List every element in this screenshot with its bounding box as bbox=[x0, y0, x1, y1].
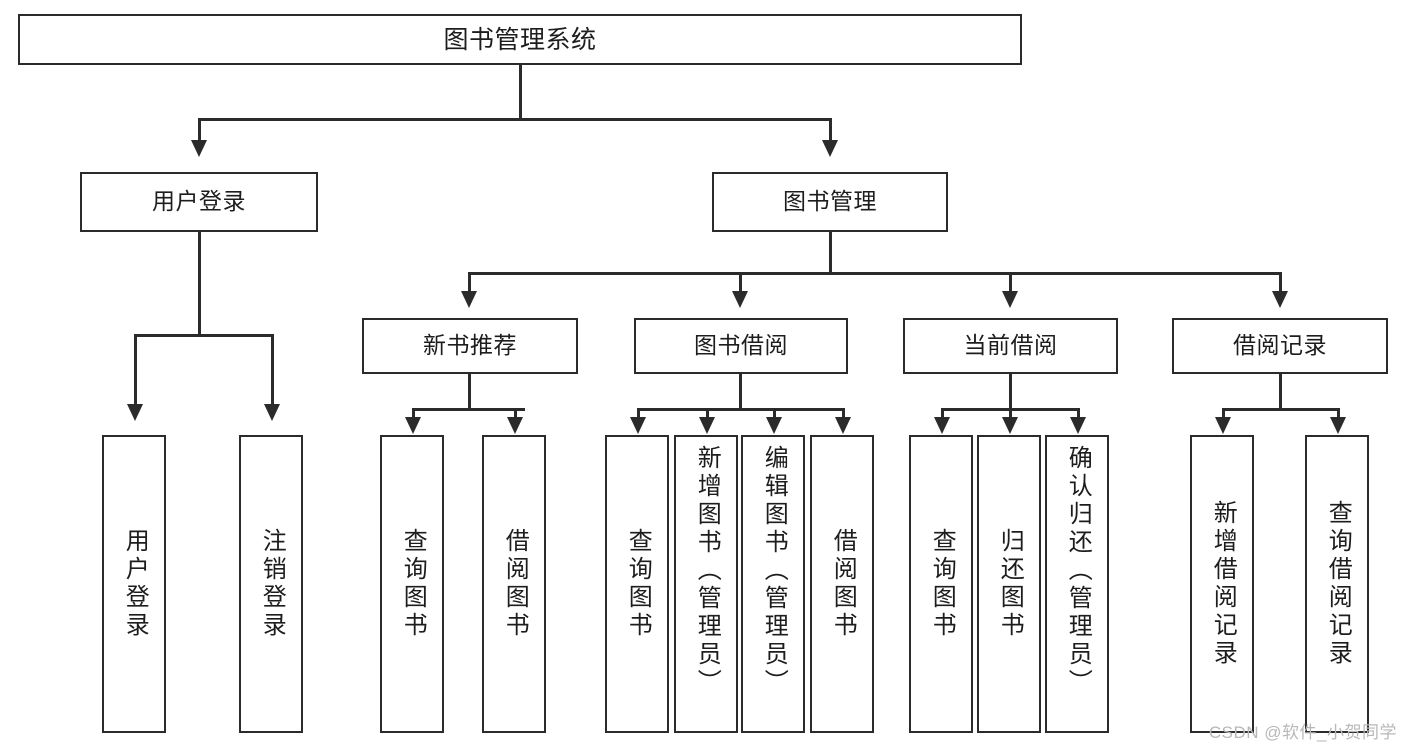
leaf-add-borrow-record[interactable]: 新增借阅记录 bbox=[1190, 435, 1254, 733]
node-label: 编辑图书（管理员） bbox=[760, 445, 788, 697]
leaf-query-book-current[interactable]: 查询图书 bbox=[909, 435, 973, 733]
leaf-add-book-admin[interactable]: 新增图书（管理员） bbox=[674, 435, 738, 733]
edge-borrow-record-bus bbox=[1222, 408, 1339, 411]
arrow-root-to-user-login bbox=[191, 140, 207, 157]
edge-to-new-book bbox=[468, 272, 471, 294]
arrow-book-borrow-to-query bbox=[630, 417, 646, 434]
node-label: 借阅记录 bbox=[1233, 332, 1327, 359]
node-root-system[interactable]: 图书管理系统 bbox=[18, 14, 1022, 65]
edge-user-login-bus bbox=[134, 334, 273, 337]
edge-new-book-to-borrow bbox=[514, 408, 517, 420]
node-label: 新增图书（管理员） bbox=[693, 445, 721, 697]
edge-to-book-borrow bbox=[739, 272, 742, 294]
edge-user-login-stem bbox=[198, 232, 201, 336]
edge-current-to-return bbox=[1009, 408, 1012, 420]
node-label: 图书管理系统 bbox=[443, 25, 597, 54]
arrow-user-login-to-logout bbox=[264, 404, 280, 421]
edge-book-borrow-to-query bbox=[637, 408, 640, 420]
node-label: 查询图书 bbox=[399, 528, 427, 640]
arrow-record-to-query bbox=[1330, 417, 1346, 434]
leaf-confirm-return-admin[interactable]: 确认归还（管理员） bbox=[1045, 435, 1109, 733]
edge-book-borrow-to-add bbox=[706, 408, 709, 420]
leaf-query-borrow-record[interactable]: 查询借阅记录 bbox=[1305, 435, 1369, 733]
edge-borrow-record-stem bbox=[1279, 374, 1282, 410]
arrow-current-to-confirm bbox=[1070, 417, 1086, 434]
node-label: 新增借阅记录 bbox=[1209, 500, 1237, 668]
node-label: 查询借阅记录 bbox=[1324, 500, 1352, 668]
edge-record-to-add bbox=[1222, 408, 1225, 420]
edge-to-current-borrow bbox=[1009, 272, 1012, 294]
leaf-user-logout[interactable]: 注销登录 bbox=[239, 435, 303, 733]
edge-current-borrow-stem bbox=[1009, 374, 1012, 410]
edge-book-manage-bus bbox=[468, 272, 1282, 275]
node-book-management[interactable]: 图书管理 bbox=[712, 172, 948, 232]
arrow-to-borrow-record bbox=[1272, 291, 1288, 308]
node-label: 注销登录 bbox=[258, 528, 286, 640]
arrow-book-borrow-to-add bbox=[699, 417, 715, 434]
arrow-record-to-add bbox=[1215, 417, 1231, 434]
node-label: 当前借阅 bbox=[963, 332, 1058, 359]
node-borrow-record[interactable]: 借阅记录 bbox=[1172, 318, 1388, 374]
edge-to-borrow-record bbox=[1279, 272, 1282, 294]
leaf-user-login[interactable]: 用户登录 bbox=[102, 435, 166, 733]
node-new-book-recommend[interactable]: 新书推荐 bbox=[362, 318, 578, 374]
edge-new-book-to-query bbox=[412, 408, 415, 420]
arrow-book-borrow-to-edit bbox=[766, 417, 782, 434]
edge-root-stem bbox=[519, 65, 522, 119]
edge-book-borrow-to-borrow bbox=[842, 408, 845, 420]
arrow-root-to-book-manage bbox=[822, 140, 838, 157]
leaf-query-book-borrow[interactable]: 查询图书 bbox=[605, 435, 669, 733]
arrow-to-new-book bbox=[461, 291, 477, 308]
leaf-return-book[interactable]: 归还图书 bbox=[977, 435, 1041, 733]
edge-current-to-confirm bbox=[1077, 408, 1080, 420]
leaf-borrow-book-new[interactable]: 借阅图书 bbox=[482, 435, 546, 733]
node-user-login[interactable]: 用户登录 bbox=[80, 172, 318, 232]
arrow-current-to-return bbox=[1002, 417, 1018, 434]
node-label: 归还图书 bbox=[996, 528, 1024, 640]
arrow-user-login-to-login bbox=[127, 404, 143, 421]
node-label: 新书推荐 bbox=[423, 332, 517, 359]
node-label: 查询图书 bbox=[624, 528, 652, 640]
arrow-book-borrow-to-borrow bbox=[835, 417, 851, 434]
edge-new-book-bus bbox=[412, 408, 525, 411]
arrow-to-book-borrow bbox=[732, 291, 748, 308]
node-label: 图书管理 bbox=[783, 188, 877, 215]
leaf-edit-book-admin[interactable]: 编辑图书（管理员） bbox=[741, 435, 805, 733]
edge-book-borrow-to-edit bbox=[773, 408, 776, 420]
arrow-to-current-borrow bbox=[1002, 291, 1018, 308]
edge-book-borrow-bus bbox=[637, 408, 844, 411]
edge-root-to-book-manage bbox=[829, 118, 832, 143]
edge-root-bus bbox=[198, 118, 832, 121]
edge-user-login-to-login bbox=[134, 334, 137, 406]
edge-user-login-to-logout bbox=[271, 334, 274, 406]
node-current-borrow[interactable]: 当前借阅 bbox=[903, 318, 1118, 374]
node-label: 借阅图书 bbox=[829, 528, 857, 640]
node-label: 图书借阅 bbox=[694, 332, 788, 359]
arrow-new-book-to-borrow bbox=[507, 417, 523, 434]
csdn-watermark: CSDN @软件_小贺同学 bbox=[1208, 723, 1397, 742]
edge-book-borrow-stem bbox=[739, 374, 742, 410]
node-label: 确认归还（管理员） bbox=[1064, 445, 1092, 697]
leaf-borrow-book[interactable]: 借阅图书 bbox=[810, 435, 874, 733]
leaf-query-book-new[interactable]: 查询图书 bbox=[380, 435, 444, 733]
edge-current-to-query bbox=[941, 408, 944, 420]
node-label: 用户登录 bbox=[121, 528, 149, 640]
node-label: 借阅图书 bbox=[501, 528, 529, 640]
edge-book-manage-stem bbox=[829, 232, 832, 274]
arrow-new-book-to-query bbox=[405, 417, 421, 434]
edge-new-book-stem bbox=[468, 374, 471, 410]
edge-record-to-query bbox=[1337, 408, 1340, 420]
edge-root-to-user-login bbox=[198, 118, 201, 143]
node-label: 查询图书 bbox=[928, 528, 956, 640]
node-label: 用户登录 bbox=[152, 188, 246, 215]
node-book-borrow[interactable]: 图书借阅 bbox=[634, 318, 848, 374]
arrow-current-to-query bbox=[934, 417, 950, 434]
